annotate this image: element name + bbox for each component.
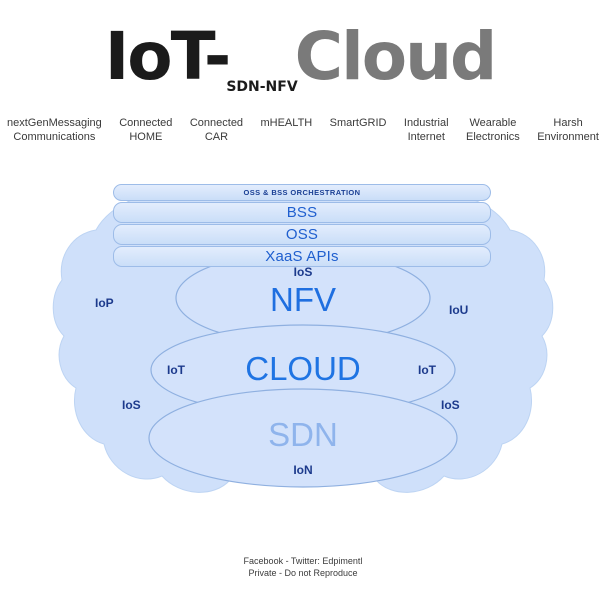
orchestration-bar-label: BSS <box>286 204 318 221</box>
orchestration-bar-xaas-apis[interactable]: XaaS APIs <box>113 246 491 267</box>
title-subscript-text: SDN-NFV <box>226 79 298 95</box>
page-title: IoT-SDN-NFVCloud <box>0 18 606 95</box>
layer-label-cloud: CLOUD <box>245 350 361 387</box>
use-case-line2: Electronics <box>465 131 520 143</box>
title-cloud-text: Cloud <box>294 18 498 95</box>
use-case-line2: Communications <box>13 131 96 143</box>
title-iot-text: IoT- <box>104 18 232 95</box>
footer-line-2: Private - Do not Reproduce <box>248 568 358 578</box>
use-case-label-mhealth: mHEALTH <box>259 116 313 130</box>
tag-ios-right: IoS <box>441 398 460 412</box>
use-case-line1: Harsh <box>553 117 583 129</box>
use-case-line2: Environment <box>537 131 599 143</box>
orchestration-bar-oss[interactable]: OSS <box>113 224 491 245</box>
tag-ion-bottom: IoN <box>293 463 313 477</box>
use-case-label-row: nextGenMessaging Communications Connecte… <box>6 116 600 144</box>
footer-line-1: Facebook - Twitter: Edpimentl <box>243 556 363 566</box>
use-case-line1: SmartGRID <box>329 117 387 129</box>
orchestration-bar-label: XaaS APIs <box>265 248 339 265</box>
layer-label-sdn: SDN <box>268 416 338 453</box>
orchestration-bar-label: OSS <box>285 226 319 243</box>
orchestration-stack: OSS & BSS ORCHESTRATION BSS OSS XaaS API… <box>113 184 491 268</box>
orchestration-bar-bss[interactable]: BSS <box>113 202 491 223</box>
tag-iot-left: IoT <box>167 363 185 377</box>
tag-ios-left: IoS <box>122 398 141 412</box>
use-case-line2: Internet <box>407 131 445 143</box>
use-case-line1: nextGenMessaging <box>7 117 102 129</box>
use-case-label-connected-car: Connected CAR <box>189 116 244 144</box>
sdn-ellipse <box>148 388 458 488</box>
use-case-line2: CAR <box>204 131 229 143</box>
tag-iop-left: IoP <box>95 296 114 310</box>
use-case-line1: Industrial <box>403 117 449 129</box>
tag-iou-right: IoU <box>449 303 469 317</box>
tag-iot-right: IoT <box>418 363 436 377</box>
footer-credit: Facebook - Twitter: Edpimentl Private - … <box>0 555 606 579</box>
use-case-label-harsh-environment: Harsh Environment <box>536 116 600 144</box>
orchestration-header-bar[interactable]: OSS & BSS ORCHESTRATION <box>113 184 491 201</box>
use-case-label-connected-home: Connected HOME <box>118 116 173 144</box>
use-case-line1: Connected <box>119 117 173 129</box>
use-case-label-wearable-electronics: Wearable Electronics <box>465 116 521 144</box>
use-case-label-smartgrid: SmartGRID <box>329 116 388 130</box>
use-case-label-industrial-internet: Industrial Internet <box>403 116 450 144</box>
use-case-line1: mHEALTH <box>260 117 313 129</box>
use-case-line2: HOME <box>129 131 163 143</box>
tag-ios-top: IoS <box>293 265 313 279</box>
use-case-line1: Connected <box>189 117 244 129</box>
use-case-line1: Wearable <box>469 117 517 129</box>
orchestration-header-label: OSS & BSS ORCHESTRATION <box>243 188 361 197</box>
layer-label-nfv: NFV <box>270 281 336 318</box>
use-case-label-nextgenmessaging: nextGenMessaging Communications <box>6 116 103 144</box>
